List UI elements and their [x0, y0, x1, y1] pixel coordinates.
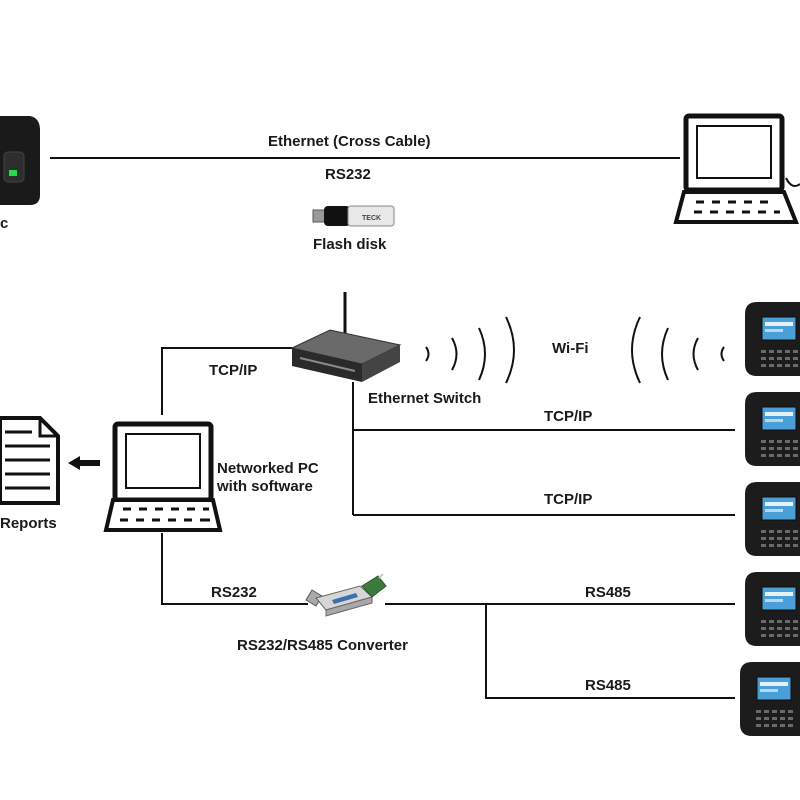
networked-pc-laptop-icon: [103, 421, 223, 532]
fingerprint-device-icon: [0, 116, 40, 205]
flash-disk-brand: TECK: [362, 215, 381, 222]
ethernet-cross-cable-label: Ethernet (Cross Cable): [268, 133, 431, 150]
terminal-device-icon: [745, 302, 800, 376]
wifi-label: Wi-Fi: [552, 340, 589, 357]
reports-label: Reports: [0, 515, 57, 532]
terminal-device-icon: [745, 392, 800, 466]
tcpip-label-1: TCP/IP: [544, 408, 593, 425]
laptop-top-right-icon: [673, 113, 800, 224]
wifi-signal-icon: [425, 316, 725, 384]
terminal-device-icon: [740, 662, 800, 736]
rs232-bottom-label: RS232: [211, 584, 257, 601]
converter-label: RS232/RS485 Converter: [237, 637, 408, 654]
rs485-label-1: RS485: [585, 584, 631, 601]
tcpip-label-2: TCP/IP: [544, 491, 593, 508]
connection-lines: [50, 157, 735, 699]
partial-device-label: c: [0, 215, 9, 232]
arrow-left-icon: [68, 456, 100, 470]
terminal-device-icon: [745, 482, 800, 556]
flash-disk-label: Flash disk: [313, 236, 387, 253]
networked-pc-label-line1: Networked PC: [217, 460, 319, 477]
flash-disk-icon: TECK: [312, 205, 395, 227]
rs232-top-label: RS232: [325, 166, 371, 183]
pc-router-tcpip-line: [161, 347, 292, 415]
networked-pc-label-line2: with software: [217, 478, 313, 495]
reports-document-icon: [0, 416, 60, 505]
tcpip-router-label: TCP/IP: [209, 362, 258, 379]
pc-converter-rs232-line: [161, 533, 308, 605]
router-icon: [290, 329, 402, 382]
status-led-icon: [9, 170, 17, 176]
rs485-label-2: RS485: [585, 677, 631, 694]
terminal-device-icon: [745, 572, 800, 646]
converter-icon: [305, 573, 387, 617]
rs485-line-2: [485, 604, 735, 699]
ethernet-switch-label: Ethernet Switch: [368, 390, 482, 407]
